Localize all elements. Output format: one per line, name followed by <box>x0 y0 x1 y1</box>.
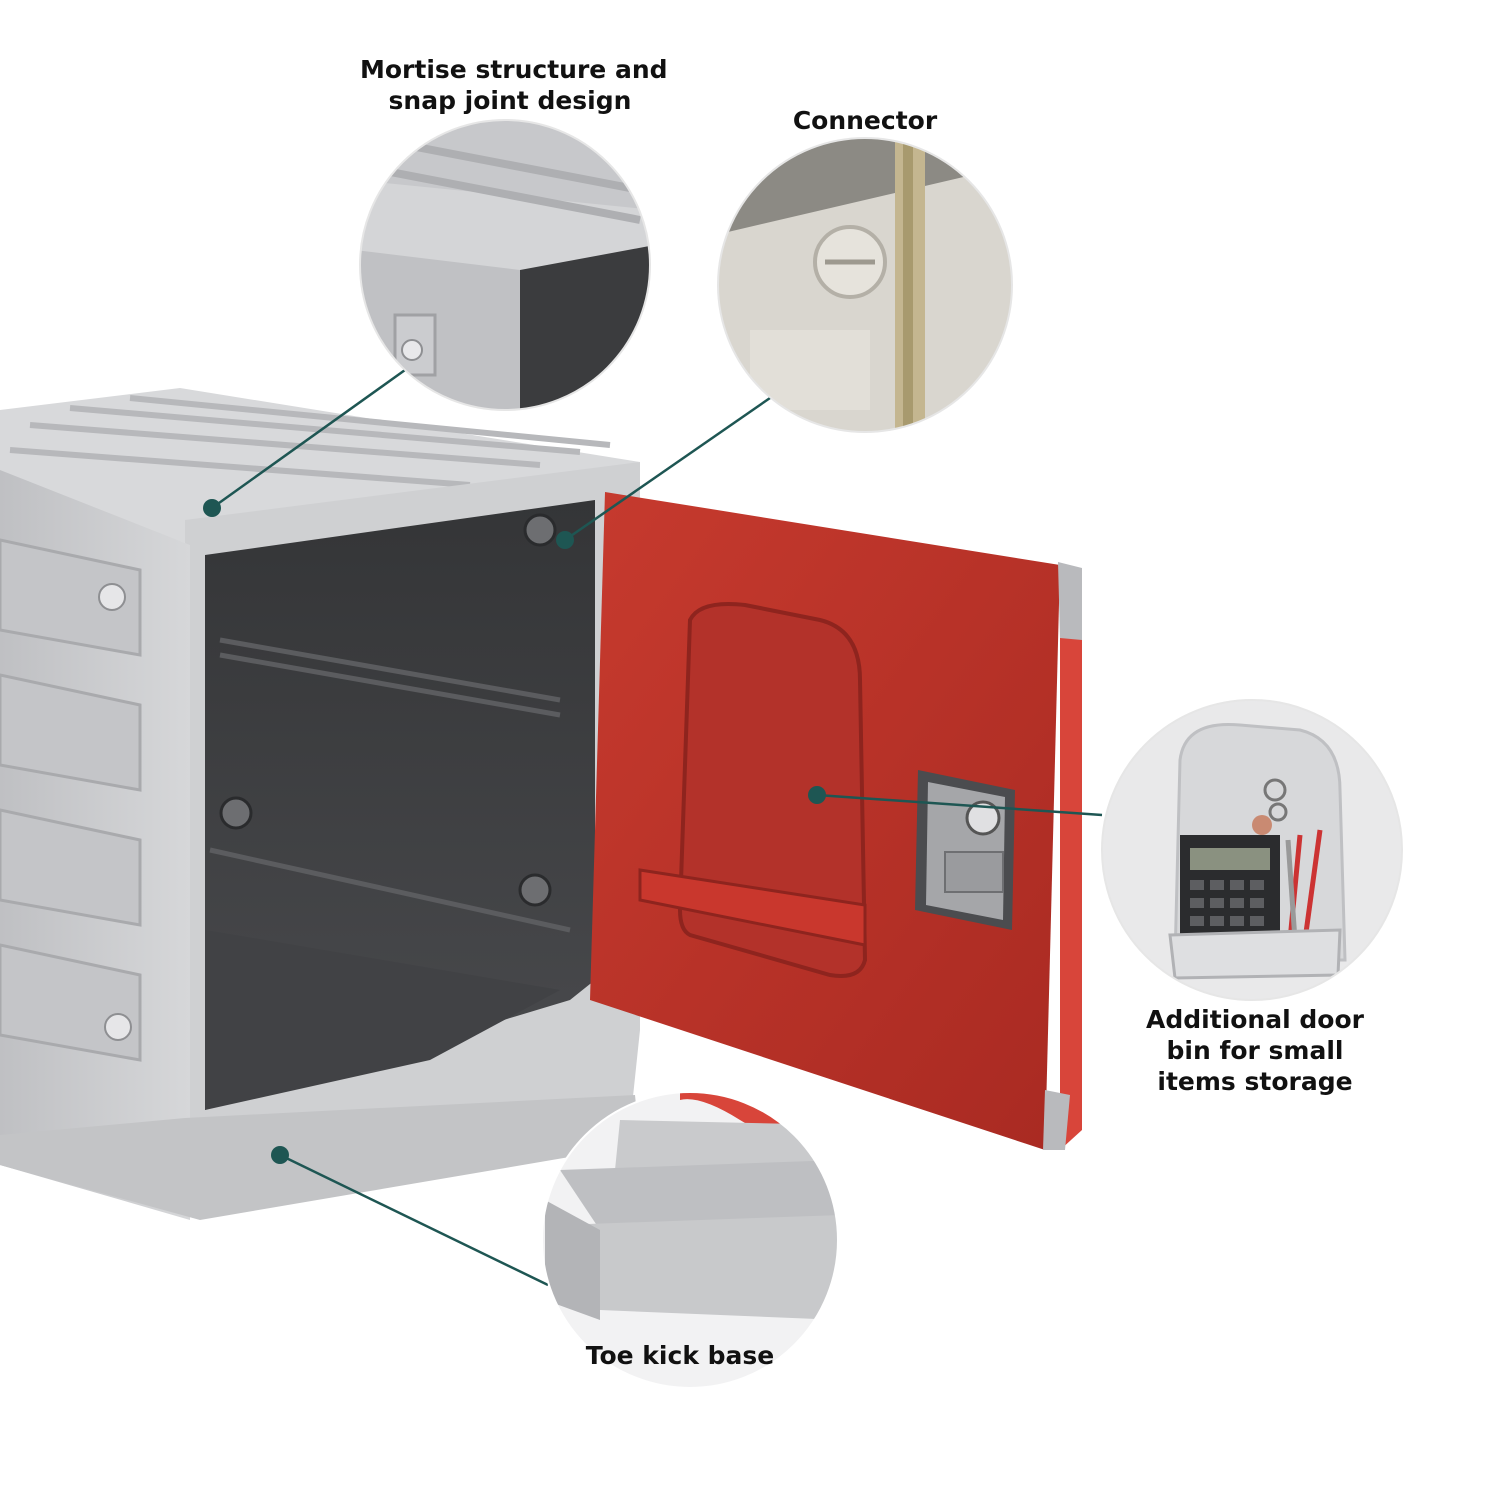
callout-line: Toe kick base <box>585 1341 775 1370</box>
door-bin-tray <box>638 868 867 947</box>
callout-line: bin for small <box>1166 1036 1344 1065</box>
zoom-door-bin <box>1102 700 1402 1000</box>
top-ribs <box>9 395 611 488</box>
interior-ribs <box>209 637 571 933</box>
toe-kick-base <box>0 1095 640 1220</box>
callout-label-connector: Connector <box>765 105 965 136</box>
locker-top <box>0 388 640 545</box>
locker-body <box>0 388 640 1220</box>
door-edge <box>1060 565 1082 1150</box>
callout-line: Mortise structure and <box>360 55 668 84</box>
pens-icon <box>1285 829 1323 941</box>
zoom-toe-kick <box>542 1092 838 1388</box>
callout-label-toe-kick: Toe kick base <box>560 1340 800 1371</box>
callout-line: snap joint design <box>388 86 632 115</box>
door-hinge-top <box>1058 562 1082 640</box>
leader-toe-kick <box>279 1153 549 1287</box>
callout-line: items storage <box>1157 1067 1353 1096</box>
lock-keyhole-icon <box>965 800 1001 836</box>
leader-dots <box>203 499 826 1164</box>
door-lock <box>915 770 1015 930</box>
interior-floor <box>205 930 560 1110</box>
zoom-door-bin-ring <box>1101 699 1403 1001</box>
leader-connector <box>564 396 771 542</box>
callout-label-door-bin: Additional door bin for small items stor… <box>1130 1004 1380 1097</box>
callout-line: Connector <box>792 106 938 135</box>
leader-lines <box>211 368 1103 1287</box>
interior-screws <box>219 513 557 907</box>
locker-door <box>590 492 1082 1150</box>
zoom-toe-kick-ring <box>541 1091 839 1389</box>
zoom-mortise <box>360 120 650 410</box>
door-bin-tray-zoom <box>1168 928 1342 980</box>
side-screws <box>98 583 132 1041</box>
callout-label-mortise: Mortise structure and snap joint design <box>360 54 668 116</box>
door-hinge-bottom <box>1043 1090 1070 1150</box>
zoom-mortise-ring <box>359 119 651 411</box>
side-panels <box>0 538 142 1062</box>
zoom-connector <box>718 138 1012 432</box>
leader-door-bin <box>816 793 1103 817</box>
zoom-connector-ring <box>717 137 1013 433</box>
callout-line: Additional door <box>1146 1005 1364 1034</box>
leader-mortise <box>211 368 406 510</box>
keys-icon <box>1263 778 1288 822</box>
